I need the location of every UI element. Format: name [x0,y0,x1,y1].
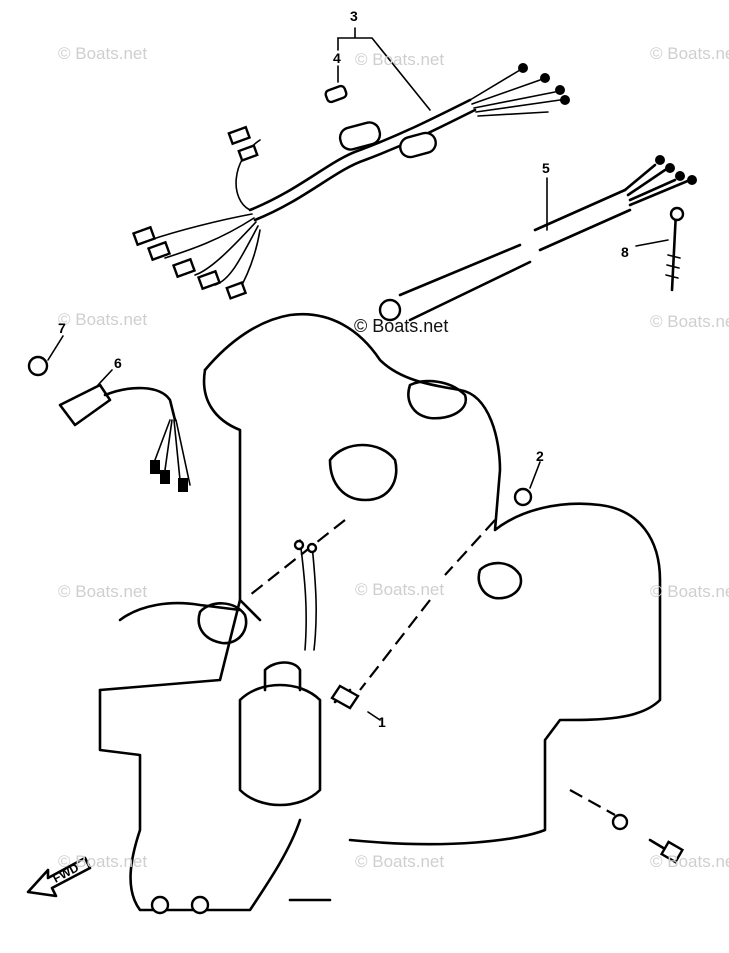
watermark: © Boats.net [650,44,729,63]
callout-number: 7 [58,320,66,336]
switch-part [27,355,191,492]
watermark: © Boats.net [355,580,445,599]
callout-number: 4 [333,50,341,66]
watermark: © Boats.net [58,582,148,601]
callout-number: 6 [114,355,122,371]
callout-number: 5 [542,160,550,176]
watermark: © Boats.net [355,852,445,871]
callout-number: 2 [536,448,544,464]
watermark: © Boats.net [58,852,148,871]
bolt-part-1 [330,684,360,710]
callout-number: 8 [621,244,629,260]
callout-number: 1 [378,714,386,730]
watermark: © Boats.net [58,310,148,329]
engine-bracket [98,312,662,915]
watermark: © Boats.net [650,312,729,331]
wiring-harness [131,63,570,300]
watermark: © Boats.net [355,50,445,69]
forward-arrow [26,856,92,898]
callout-number: 3 [350,8,358,24]
protective-tube [378,155,697,322]
watermark: © Boats.net [58,44,148,63]
pin-part [324,84,348,104]
mounting-bolt [611,813,685,864]
watermark: © Boats.net [650,582,729,601]
bolt-part-8 [665,206,685,292]
washer-part-2 [513,487,533,507]
watermark: © Boats.net [650,852,729,871]
watermark: © Boats.net [354,316,449,336]
